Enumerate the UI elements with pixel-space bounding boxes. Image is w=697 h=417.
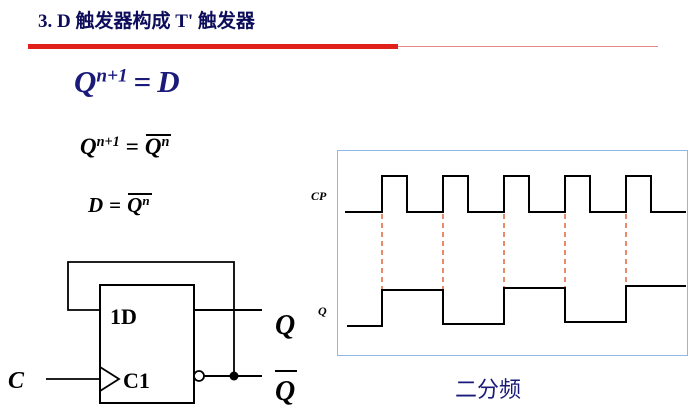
q-waveform-label: Q: [318, 304, 327, 318]
equation-characteristic: Qn+1=D: [74, 64, 180, 100]
eq3-lhs: D: [88, 193, 104, 218]
eq2-lhs: Q: [80, 134, 97, 159]
clock-triangle: [99, 366, 121, 392]
inversion-bubble: [193, 370, 205, 382]
eq1-lhs: Q: [74, 64, 97, 99]
equation-toggle: Qn+1=Qn: [80, 134, 172, 160]
eq3-rhs-overline: Qn: [127, 193, 153, 218]
eq2-sup: n+1: [96, 134, 120, 151]
eq1-rhs: D: [157, 64, 180, 99]
eq3-op: =: [109, 193, 122, 218]
eq3-rhs: Q: [127, 193, 143, 218]
eq1-op: =: [133, 64, 152, 99]
eq3-rhs-sup: n: [142, 193, 150, 208]
equation-d-connection: D=Qn: [88, 193, 153, 218]
clock-input-label: C1: [123, 368, 150, 393]
d-input-label: 1D: [110, 304, 137, 329]
feedback-wire: [67, 261, 235, 376]
eq2-rhs-sup: n: [161, 134, 170, 151]
page-title: 3. D 触发器构成 T' 触发器: [38, 11, 255, 32]
eq2-rhs-overline: Qn: [144, 134, 172, 160]
divide-by-two-caption: 二分频: [455, 378, 522, 403]
waveform-panel: [337, 150, 688, 356]
title-underline-thin: [398, 46, 658, 47]
title-underline-red: [28, 44, 398, 49]
qbar-output-label: Q: [275, 376, 295, 407]
q-waveform: [347, 285, 686, 327]
cp-waveform: [345, 175, 686, 213]
clock-signal-label: C: [8, 368, 25, 394]
eq2-rhs: Q: [144, 134, 162, 159]
cp-waveform-label: CP: [311, 189, 327, 203]
eq2-op: =: [125, 134, 139, 159]
eq1-sup: n+1: [96, 65, 128, 87]
q-output-label: Q: [275, 310, 295, 341]
d-flip-flop: [99, 284, 195, 404]
